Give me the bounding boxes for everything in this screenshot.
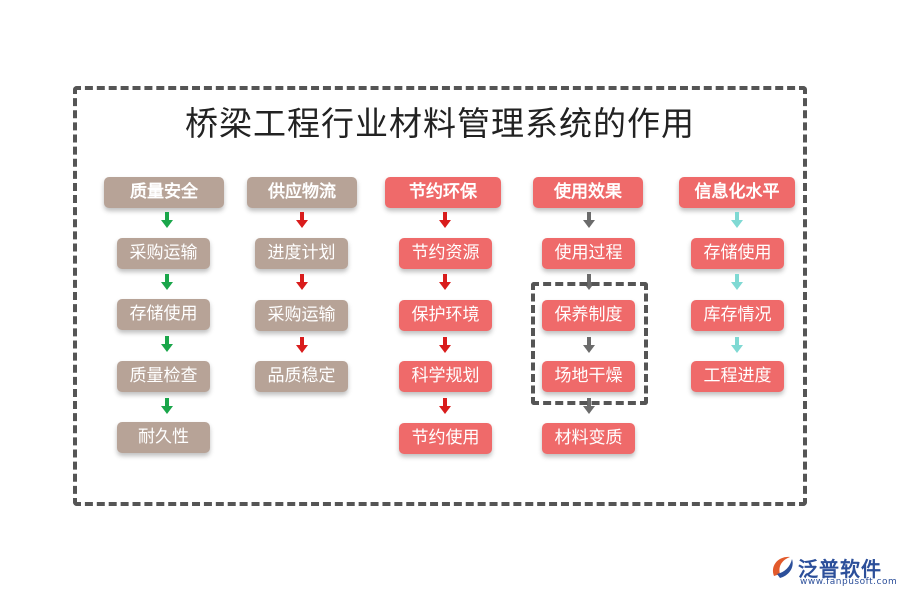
inner-dashed-frame bbox=[531, 282, 648, 405]
item-box: 耐久性 bbox=[117, 422, 210, 453]
brand-url: www.fanpusoft.com bbox=[800, 577, 898, 587]
header-box: 节约环保 bbox=[385, 177, 501, 208]
header-box: 使用效果 bbox=[533, 177, 643, 208]
fanpu-logo-icon bbox=[772, 556, 793, 578]
item-box: 保养制度 bbox=[542, 300, 635, 331]
item-box: 节约使用 bbox=[399, 423, 492, 454]
item-box: 存储使用 bbox=[117, 299, 210, 330]
item-box: 保护环境 bbox=[399, 300, 492, 331]
item-box: 存储使用 bbox=[691, 238, 784, 269]
header-box: 信息化水平 bbox=[679, 177, 795, 208]
item-box: 使用过程 bbox=[542, 238, 635, 269]
item-box: 材料变质 bbox=[542, 423, 635, 454]
item-box: 进度计划 bbox=[255, 238, 348, 269]
item-box: 品质稳定 bbox=[255, 361, 348, 392]
header-box: 供应物流 bbox=[247, 177, 357, 208]
item-box: 质量检查 bbox=[117, 361, 210, 392]
brand-logo[interactable]: 泛普软件 www.fanpusoft.com bbox=[768, 550, 897, 590]
item-box: 场地干燥 bbox=[542, 361, 635, 392]
item-box: 采购运输 bbox=[117, 238, 210, 269]
item-box: 工程进度 bbox=[691, 361, 784, 392]
item-box: 采购运输 bbox=[255, 300, 348, 331]
diagram-title: 桥梁工程行业材料管理系统的作用 bbox=[185, 104, 695, 143]
item-box: 库存情况 bbox=[691, 300, 784, 331]
outer-dashed-frame bbox=[73, 86, 807, 506]
item-box: 节约资源 bbox=[399, 238, 492, 269]
header-box: 质量安全 bbox=[104, 177, 224, 208]
item-box: 科学规划 bbox=[399, 361, 492, 392]
brand-name: 泛普软件 bbox=[798, 557, 882, 581]
